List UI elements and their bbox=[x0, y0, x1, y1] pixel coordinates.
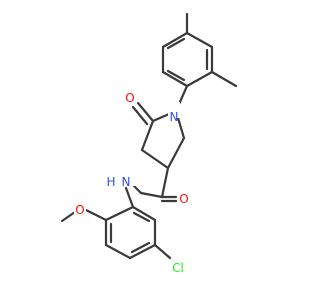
ketone-oxygen-label: O bbox=[124, 90, 136, 106]
bond bbox=[136, 101, 155, 123]
methoxy-oxygen-label: O bbox=[74, 202, 86, 218]
amide-oxygen-label: O bbox=[178, 190, 190, 206]
atom-text: N bbox=[170, 110, 179, 124]
bond bbox=[153, 243, 172, 260]
bond bbox=[132, 211, 151, 223]
bond bbox=[60, 210, 77, 223]
amide-nitrogen-label: N H bbox=[106, 170, 138, 189]
bond bbox=[185, 70, 214, 88]
atom-text: H bbox=[106, 175, 115, 189]
bond bbox=[130, 241, 151, 254]
bond bbox=[131, 105, 149, 126]
chlorine-label: Cl bbox=[168, 260, 190, 276]
bond-layer bbox=[60, 12, 238, 260]
bond bbox=[166, 37, 186, 50]
bond bbox=[185, 31, 214, 49]
bond bbox=[210, 70, 238, 88]
bond bbox=[166, 136, 186, 170]
bond bbox=[166, 69, 186, 82]
bond bbox=[139, 191, 164, 199]
bond bbox=[161, 70, 189, 88]
bond bbox=[140, 148, 170, 170]
bond bbox=[124, 186, 135, 209]
molecule-structure: N O N H O O Cl bbox=[60, 12, 238, 276]
bond bbox=[128, 243, 157, 260]
bond bbox=[132, 184, 143, 195]
atom-label-layer: N O N H O O Cl bbox=[74, 90, 190, 276]
atom-text: Cl bbox=[172, 261, 184, 275]
bond bbox=[104, 205, 135, 222]
atom-text: N bbox=[122, 175, 131, 189]
bond bbox=[160, 166, 170, 199]
bond bbox=[140, 119, 155, 152]
atom-text: O bbox=[125, 91, 134, 105]
ring-nitrogen-label: N bbox=[168, 102, 180, 124]
atom-text: O bbox=[75, 203, 84, 217]
bond bbox=[131, 205, 157, 222]
bond bbox=[104, 243, 132, 260]
bond bbox=[84, 208, 108, 222]
atom-text: O bbox=[179, 192, 188, 206]
bond bbox=[161, 31, 189, 49]
